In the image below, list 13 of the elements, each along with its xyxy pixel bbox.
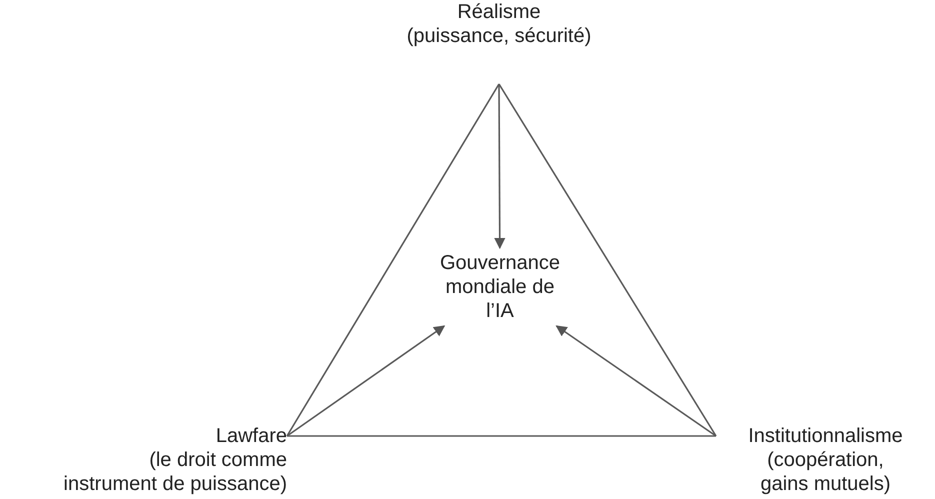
node-description: (puissance, sécurité) (406, 24, 592, 48)
node-description: (coopération, gains mutuels) (759, 448, 892, 496)
arrow (556, 325, 716, 437)
node-label: Gouvernance mondiale de l’IA (438, 251, 562, 323)
triangle-side (498, 84, 717, 436)
arrow (494, 84, 506, 250)
arrow (286, 325, 446, 437)
node-label: Réalisme (456, 0, 542, 24)
node-description: (le droit comme instrument de puissance) (62, 448, 287, 496)
triangle-side (287, 435, 716, 437)
node-label: Lawfare (214, 424, 287, 448)
node-label: Institutionnalisme (747, 424, 904, 448)
triangle-side (286, 84, 500, 436)
